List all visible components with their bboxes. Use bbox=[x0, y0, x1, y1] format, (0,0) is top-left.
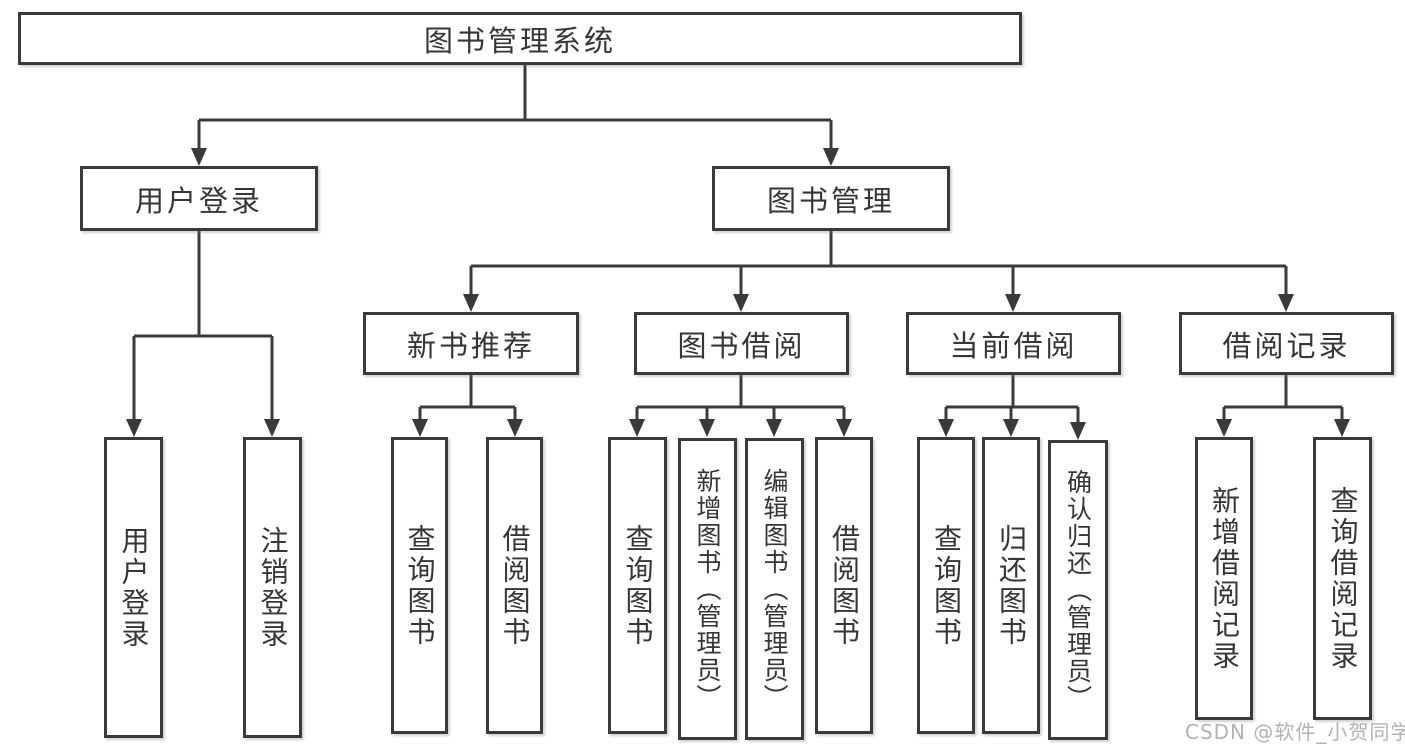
arrowheads bbox=[126, 148, 1350, 440]
node-user-login-leaf: 用户登录 bbox=[104, 437, 163, 738]
node-book-management: 图书管理 bbox=[712, 166, 950, 231]
node-borrowing-query-books: 查询图书 bbox=[608, 437, 667, 734]
node-book-management-label: 图书管理 bbox=[766, 183, 895, 218]
node-borrowing-borrow-books: 借阅图书 bbox=[815, 437, 873, 734]
node-user-login: 用户登录 bbox=[80, 166, 318, 231]
node-confirm-return-admin: 确认归还（管理员） bbox=[1048, 440, 1108, 740]
node-recommend-query-books: 查询图书 bbox=[391, 437, 448, 734]
node-query-borrow-record: 查询借阅记录 bbox=[1313, 437, 1372, 720]
csdn-watermark: CSDN @软件_小贺同学 bbox=[1185, 720, 1405, 744]
node-new-book-recommend: 新书推荐 bbox=[363, 312, 579, 375]
node-logout-leaf: 注销登录 bbox=[243, 437, 302, 738]
node-current-borrowing: 当前借阅 bbox=[906, 312, 1121, 375]
node-add-borrow-record: 新增借阅记录 bbox=[1195, 437, 1253, 720]
node-root-label: 图书管理系统 bbox=[423, 23, 616, 58]
node-user-login-label: 用户登录 bbox=[134, 183, 263, 218]
node-return-books: 归还图书 bbox=[982, 437, 1040, 734]
node-add-books-admin: 新增图书（管理员） bbox=[678, 438, 737, 740]
node-root: 图书管理系统 bbox=[18, 12, 1022, 65]
node-book-borrowing: 图书借阅 bbox=[634, 312, 849, 375]
node-current-query-books: 查询图书 bbox=[917, 437, 975, 734]
node-borrowing-records: 借阅记录 bbox=[1179, 312, 1394, 375]
node-edit-books-admin: 编辑图书（管理员） bbox=[745, 438, 804, 740]
node-recommend-borrow-books: 借阅图书 bbox=[486, 437, 543, 734]
